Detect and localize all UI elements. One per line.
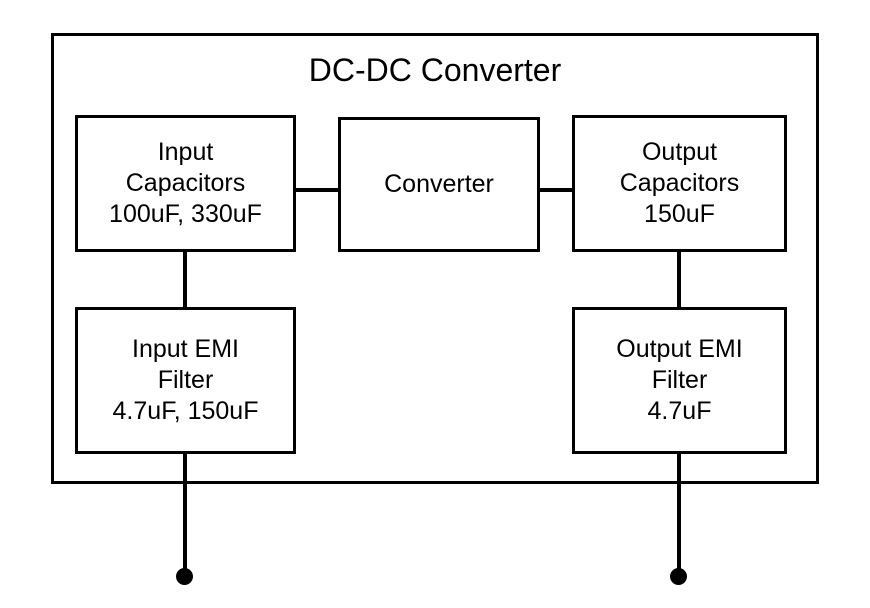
wire-input-emi-filter-to-input-terminal bbox=[183, 452, 187, 578]
converter-line-1: Converter bbox=[384, 170, 494, 198]
wire-output-capacitors-to-output-emi-filter bbox=[677, 250, 681, 309]
input-capacitors-block[interactable]: Input Capacitors 100uF, 330uF bbox=[75, 115, 296, 252]
wire-output-emi-filter-to-output-terminal bbox=[677, 452, 681, 578]
output-emi-filter-line-1: Output EMI bbox=[616, 335, 743, 363]
wire-input-capacitors-to-converter bbox=[294, 188, 340, 192]
dc-dc-converter-enclosure bbox=[51, 33, 819, 484]
input-terminal-dot bbox=[176, 568, 193, 585]
input-emi-filter-line-3: 4.7uF, 150uF bbox=[112, 397, 259, 425]
output-capacitors-line-2: Capacitors bbox=[619, 169, 740, 197]
output-capacitors-line-1: Output bbox=[641, 138, 718, 166]
input-emi-filter-line-1: Input EMI bbox=[132, 335, 239, 363]
output-capacitors-block[interactable]: Output Capacitors 150uF bbox=[572, 115, 787, 252]
input-capacitors-line-3: 100uF, 330uF bbox=[109, 200, 262, 228]
output-emi-filter-line-3: 4.7uF bbox=[647, 397, 712, 425]
output-emi-filter-block[interactable]: Output EMI Filter 4.7uF bbox=[572, 307, 787, 454]
input-capacitors-line-1: Input bbox=[157, 138, 214, 166]
wire-input-capacitors-to-input-emi-filter bbox=[183, 250, 187, 309]
output-emi-filter-line-2: Filter bbox=[651, 366, 708, 394]
input-capacitors-line-2: Capacitors bbox=[125, 169, 246, 197]
output-terminal-dot bbox=[670, 568, 687, 585]
page-title: DC-DC Converter bbox=[308, 52, 562, 88]
converter-block[interactable]: Converter bbox=[338, 117, 540, 252]
output-capacitors-line-3: 150uF bbox=[644, 200, 715, 228]
input-emi-filter-block[interactable]: Input EMI Filter 4.7uF, 150uF bbox=[75, 307, 296, 454]
input-emi-filter-line-2: Filter bbox=[157, 366, 214, 394]
wire-converter-to-output-capacitors bbox=[538, 188, 574, 192]
